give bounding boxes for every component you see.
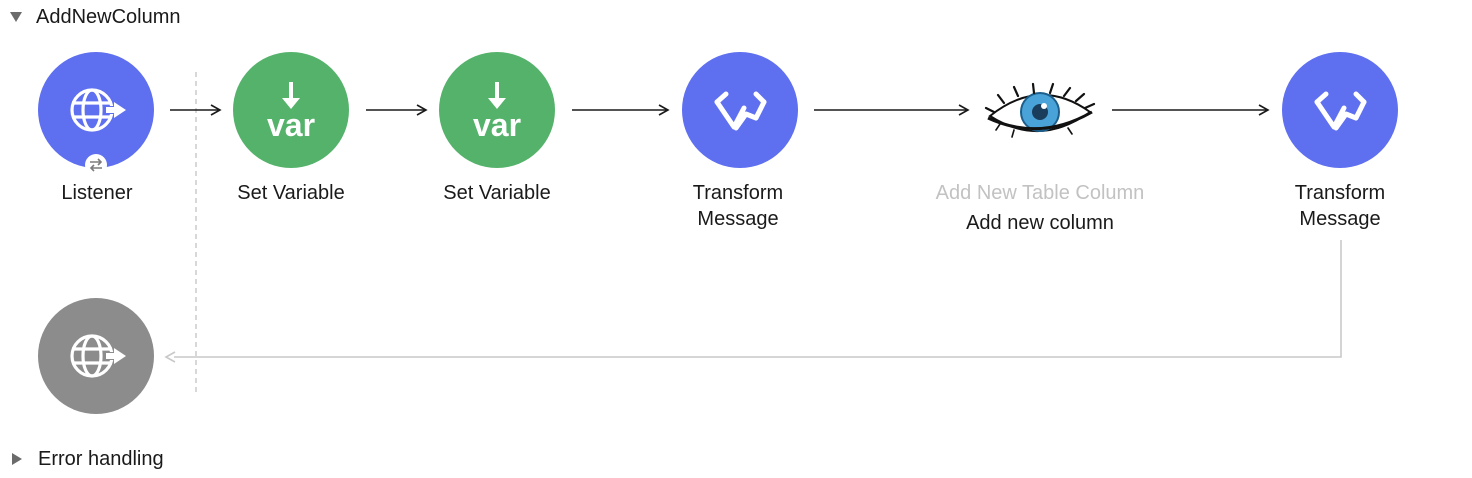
set-variable-node[interactable]: var Set Variable [220,52,362,222]
transform-label-line2: Message [1299,208,1381,230]
var-icon-text: var [472,107,522,143]
globe-arrow-icon [70,88,126,132]
globe-arrow-icon [70,334,126,378]
cassandra-eye-icon[interactable] [984,82,1096,144]
operation-name-label: Add New Table Column [935,182,1145,204]
error-handling-header[interactable]: Error handling [8,446,164,472]
transform-message-node[interactable]: Transform Message [1270,52,1410,232]
expand-triangle-icon[interactable] [12,453,22,465]
set-variable-node[interactable]: var Set Variable [426,52,568,222]
cassandra-add-column-node[interactable]: Add New Table Column Add new column [910,70,1170,240]
flow-header[interactable]: AddNewColumn [8,4,181,30]
transform-message-circle[interactable] [1282,52,1398,168]
var-icon-text: var [266,107,316,143]
transform-label-line1: Transform [1294,182,1386,204]
down-arrow-icon [282,82,300,109]
swap-arrows-icon [85,154,107,176]
error-handling-label: Error handling [38,447,164,470]
set-variable-circle[interactable]: var [233,52,349,168]
listener-label: Listener [61,182,133,204]
transform-message-node[interactable]: Transform Message [670,52,806,232]
dataweave-icon [1314,91,1367,131]
listener-node[interactable]: Listener [36,52,158,222]
set-variable-label: Set Variable [443,182,551,204]
flow-title: AddNewColumn [36,5,181,28]
return-connector [164,240,1342,363]
transform-label-line1: Transform [692,182,784,204]
transform-message-circle[interactable] [682,52,798,168]
listener-response-node[interactable] [38,298,156,416]
listener-circle[interactable] [38,52,154,168]
down-arrow-icon [488,82,506,109]
set-variable-circle[interactable]: var [439,52,555,168]
listener-response-circle[interactable] [38,298,154,414]
dataweave-icon [714,91,767,131]
transform-message-label: Transform Message [1270,180,1410,232]
collapse-triangle-icon[interactable] [10,12,22,22]
cassandra-node-label: Add new column [966,212,1114,234]
set-variable-label: Set Variable [237,182,345,204]
transform-message-label: Transform Message [670,180,806,232]
transform-label-line2: Message [697,208,779,230]
